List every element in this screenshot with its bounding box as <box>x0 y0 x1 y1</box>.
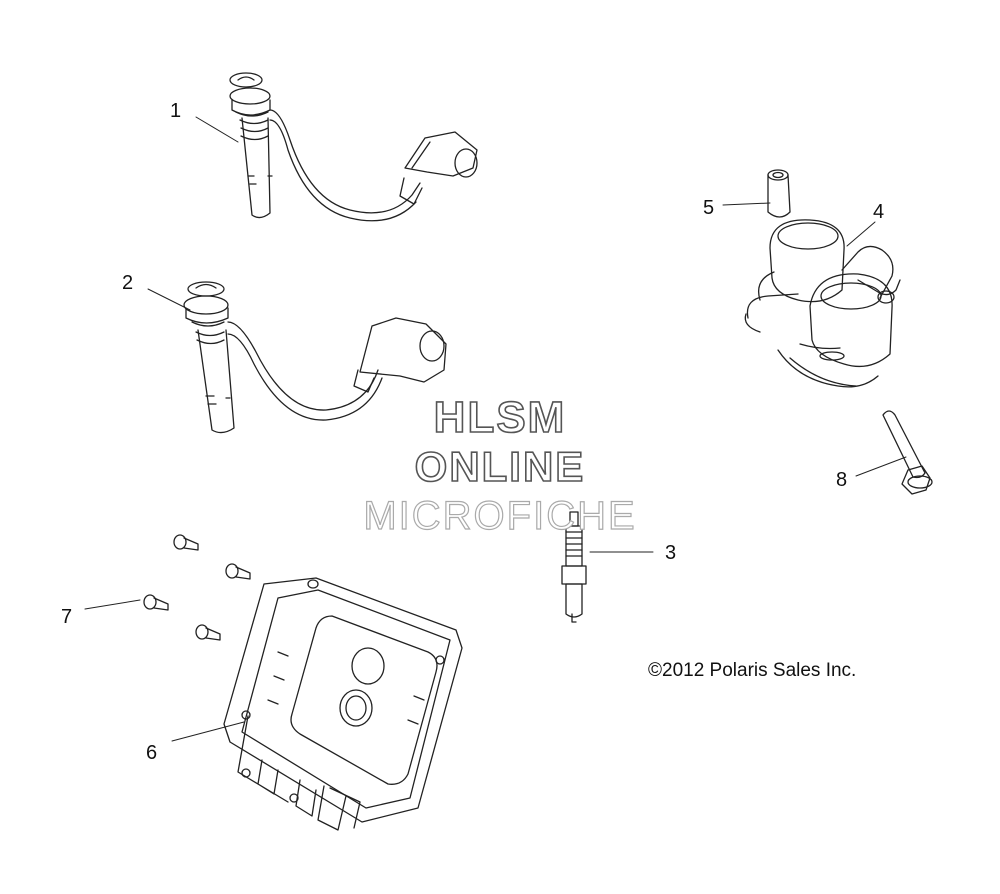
copyright-notice: ©2012 Polaris Sales Inc. <box>648 660 857 681</box>
callout-1: 1 <box>170 100 182 122</box>
watermark-line-1: HLSM <box>433 392 567 443</box>
callout-4: 4 <box>873 201 885 223</box>
spark-plug-wire-1 <box>229 72 478 222</box>
callout-7: 7 <box>61 606 73 628</box>
ecu-module <box>223 577 463 831</box>
screws <box>143 534 251 641</box>
callout-6: 6 <box>146 742 158 764</box>
callout-5: 5 <box>703 197 715 219</box>
callout-3: 3 <box>665 542 677 564</box>
watermark-line-2: ONLINE <box>414 442 586 491</box>
spark-plug <box>561 511 587 623</box>
spark-plug-wire-2 <box>183 281 447 434</box>
spacer-sleeve <box>767 169 791 218</box>
callout-2: 2 <box>122 272 134 294</box>
bolt <box>882 410 933 495</box>
watermark-line-3: MICROFICHE <box>363 493 637 538</box>
ignition-coil <box>744 219 901 388</box>
leader-lines <box>84 116 907 742</box>
callout-8: 8 <box>836 469 848 491</box>
